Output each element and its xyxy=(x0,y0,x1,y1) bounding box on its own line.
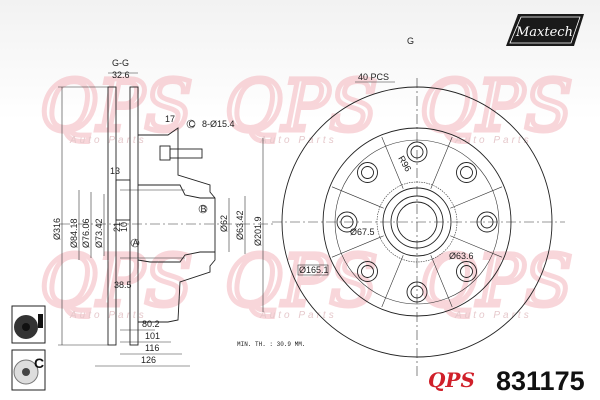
section-view: G-G Ø316 Ø84.18 Ø76.06 Ø73.42 21 10 13 3… xyxy=(52,58,305,367)
bolt-hole xyxy=(361,265,374,278)
svg-text:QPS: QPS xyxy=(420,65,572,147)
svg-text:QPS: QPS xyxy=(428,368,475,392)
svg-text:Auto Parts: Auto Parts xyxy=(259,135,337,146)
svg-text:Ø67.5: Ø67.5 xyxy=(350,227,375,237)
rib xyxy=(450,235,503,258)
svg-text:QPS: QPS xyxy=(225,65,377,147)
bolt-hole xyxy=(357,162,378,183)
svg-text:Auto Parts: Auto Parts xyxy=(69,310,147,321)
svg-text:38.5: 38.5 xyxy=(114,280,132,290)
svg-text:40 PCS: 40 PCS xyxy=(358,72,389,82)
svg-text:Ø84.18: Ø84.18 xyxy=(69,218,79,248)
svg-text:Ø63.6: Ø63.6 xyxy=(449,251,474,261)
svg-text:B: B xyxy=(201,204,207,214)
qps-logo: QPS xyxy=(428,368,475,392)
svg-text:Ø73.42: Ø73.42 xyxy=(94,218,104,248)
svg-text:Ø201.9: Ø201.9 xyxy=(253,216,263,246)
bolt-hole xyxy=(460,265,473,278)
maxtech-logo: Maxtech xyxy=(506,14,584,46)
svg-text:80.2: 80.2 xyxy=(142,319,160,329)
svg-text:32.6: 32.6 xyxy=(112,70,130,80)
svg-text:G: G xyxy=(407,36,414,46)
rib xyxy=(381,136,404,189)
svg-text:Auto Parts: Auto Parts xyxy=(454,135,532,146)
svg-text:101: 101 xyxy=(145,331,160,341)
svg-text:Ø62: Ø62 xyxy=(219,215,229,232)
coated-disc-c-icon: C xyxy=(11,349,46,391)
svg-text:Auto Parts: Auto Parts xyxy=(69,135,147,146)
svg-text:Auto Parts: Auto Parts xyxy=(259,310,337,321)
svg-text:C: C xyxy=(34,355,44,371)
bolt-hole xyxy=(456,261,477,282)
rib xyxy=(381,255,404,308)
bolt-hole xyxy=(357,261,378,282)
part-number: 831175 xyxy=(496,366,585,396)
rib xyxy=(331,186,384,209)
svg-text:QPS: QPS xyxy=(225,240,377,322)
svg-text:G-G: G-G xyxy=(112,58,129,68)
coated-disc-spray-icon xyxy=(11,305,46,344)
svg-text:17: 17 xyxy=(165,114,175,124)
svg-text:Maxtech: Maxtech xyxy=(515,25,573,40)
bolt-hole xyxy=(361,166,374,179)
svg-text:8-Ø15.4: 8-Ø15.4 xyxy=(202,119,235,129)
svg-text:Ø76.06: Ø76.06 xyxy=(81,218,91,248)
svg-text:13: 13 xyxy=(110,166,120,176)
rib xyxy=(450,186,503,209)
svg-text:116: 116 xyxy=(145,343,159,353)
bolt-hole xyxy=(460,166,473,179)
svg-text:Auto Parts: Auto Parts xyxy=(454,310,532,321)
rib xyxy=(430,255,453,308)
svg-text:MIN. TH. : 30.9 MM.: MIN. TH. : 30.9 MM. xyxy=(237,341,305,348)
svg-text:10: 10 xyxy=(119,222,129,232)
svg-text:A: A xyxy=(133,238,139,248)
svg-text:Ø316: Ø316 xyxy=(52,218,62,240)
svg-text:Ø165.1: Ø165.1 xyxy=(299,265,329,275)
svg-text:21: 21 xyxy=(112,222,122,232)
bolt-hole xyxy=(456,162,477,183)
front-view: G 40 PCS R96 Ø67.5 Ø63.6 Ø165.1 xyxy=(272,36,565,378)
svg-text:C: C xyxy=(189,119,196,129)
svg-text:Ø63.42: Ø63.42 xyxy=(235,210,245,240)
svg-text:126: 126 xyxy=(141,355,156,365)
rib xyxy=(331,235,384,258)
rib xyxy=(430,136,453,189)
svg-text:R96: R96 xyxy=(396,154,413,173)
